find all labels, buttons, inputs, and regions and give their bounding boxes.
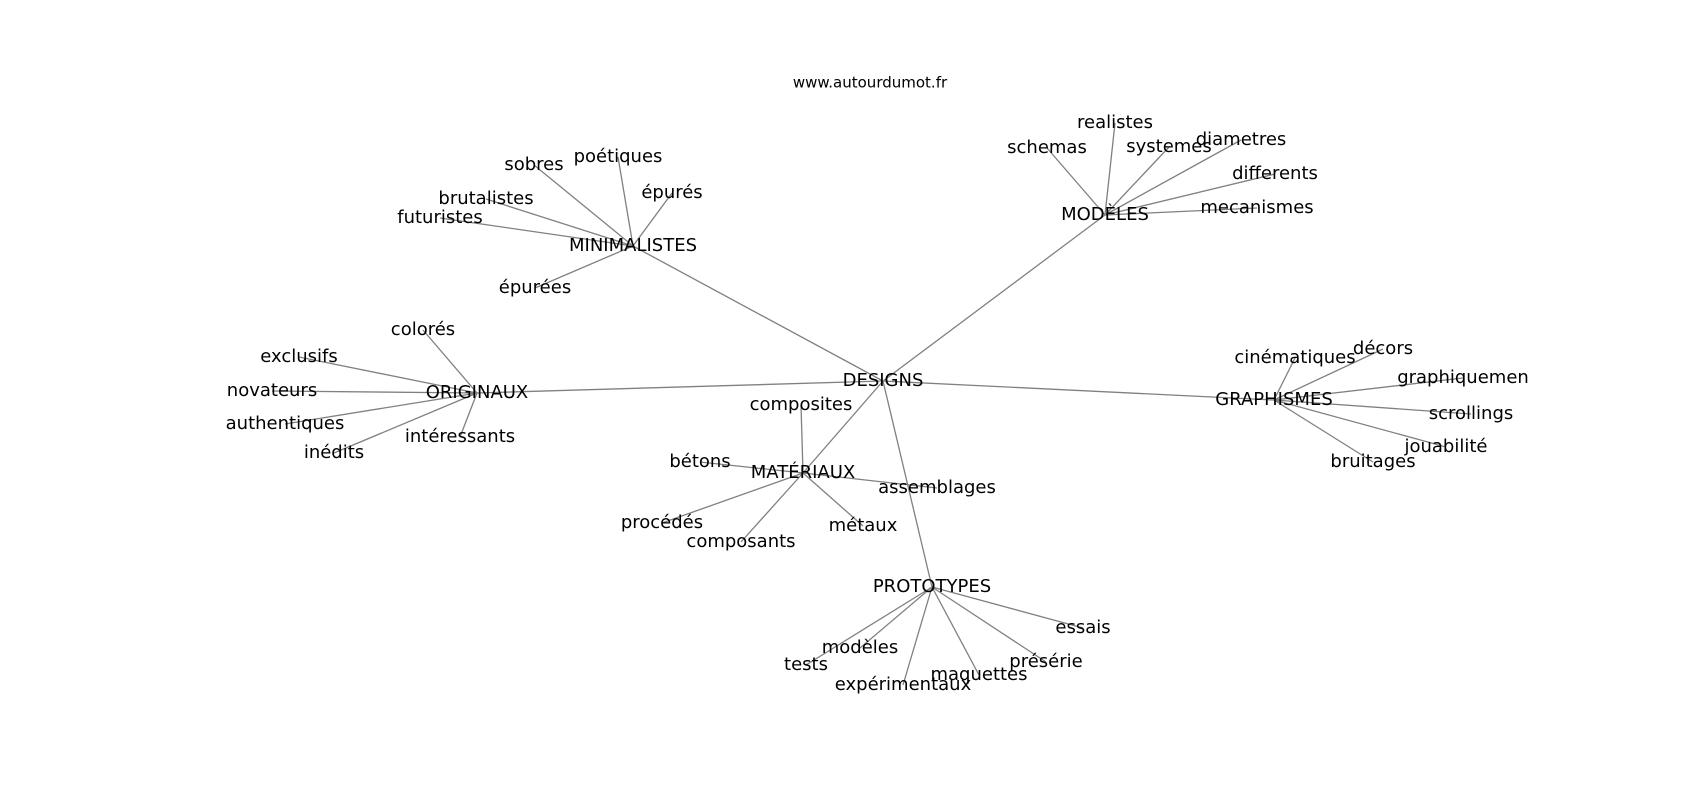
word-node-label[interactable]: composites	[750, 394, 853, 415]
word-node-label[interactable]: décors	[1353, 338, 1413, 359]
edge-center-to-hub	[882, 214, 1106, 382]
hub-node-label[interactable]: MINIMALISTES	[569, 235, 697, 256]
edge-hub-to-word	[422, 329, 478, 394]
edge-hub-to-word	[533, 164, 634, 247]
edge-center-to-hub	[882, 380, 933, 588]
edge-hub-to-word	[534, 245, 634, 289]
edge-center-to-hub	[802, 380, 884, 474]
word-node-label[interactable]: sobres	[504, 154, 563, 175]
word-node-label[interactable]: schemas	[1007, 137, 1087, 158]
edge-hub-to-word	[931, 586, 1047, 663]
word-node-label[interactable]: bruitages	[1330, 451, 1415, 472]
hub-node-label[interactable]: PROTOTYPES	[873, 576, 991, 597]
edge-hub-to-word	[802, 472, 864, 527]
word-node-label[interactable]: procédés	[621, 512, 703, 533]
word-node-label[interactable]: exclusifs	[260, 346, 338, 367]
word-node-label[interactable]: authentiques	[226, 413, 345, 434]
word-node-label[interactable]: essais	[1055, 617, 1110, 638]
word-node-label[interactable]: intéressants	[405, 426, 515, 447]
edge-hub-to-word	[1273, 348, 1384, 401]
edge-hub-to-word	[1273, 399, 1447, 448]
edge-hub-to-word	[931, 586, 1084, 629]
edge-center-to-hub	[632, 245, 884, 382]
edge-hub-to-word	[1104, 207, 1258, 216]
edge-hub-to-word	[1104, 173, 1276, 216]
word-node-label[interactable]: expérimentaux	[835, 674, 972, 695]
word-node-label[interactable]: composants	[686, 531, 795, 552]
edge-hub-to-word	[859, 586, 933, 649]
word-node-label[interactable]: futuristes	[397, 207, 483, 228]
edge-hub-to-word	[902, 586, 933, 686]
edge-hub-to-word	[800, 404, 804, 474]
hub-node-label[interactable]: MODÈLES	[1061, 203, 1149, 225]
edge-hub-to-word	[740, 472, 804, 543]
word-node-label[interactable]: épurées	[499, 277, 571, 298]
edge-center-to-hub	[476, 380, 884, 394]
edge-hub-to-word	[805, 586, 933, 666]
word-node-label[interactable]: épurés	[641, 182, 702, 203]
word-node-label[interactable]: inédits	[304, 442, 364, 463]
edge-hub-to-word	[632, 192, 673, 247]
edge-hub-to-word	[1273, 357, 1296, 401]
word-node-label[interactable]: modèles	[822, 637, 899, 658]
labels-layer: www.autourdumot.fr DESIGNS sobres poétiqu…	[226, 74, 1529, 696]
source-site-label[interactable]: www.autourdumot.fr	[793, 74, 948, 92]
hub-node-label[interactable]: GRAPHISMES	[1215, 389, 1333, 410]
edges-layer	[271, 122, 1472, 686]
word-node-label[interactable]: poétiques	[574, 146, 663, 167]
edge-hub-to-word	[459, 392, 478, 438]
word-node-label[interactable]: scrollings	[1429, 403, 1514, 424]
edge-hub-to-word	[298, 356, 478, 394]
edge-hub-to-word	[439, 217, 634, 247]
edge-hub-to-word	[271, 390, 478, 394]
hub-node-label[interactable]: MATÉRIAUX	[751, 461, 855, 483]
word-node-label[interactable]: jouabilité	[1403, 436, 1487, 457]
edge-hub-to-word	[485, 198, 634, 247]
edge-hub-to-word	[1273, 377, 1464, 401]
word-node-label[interactable]: colorés	[391, 319, 455, 340]
edge-hub-to-word	[1104, 146, 1170, 216]
word-node-label[interactable]: présérie	[1009, 651, 1082, 672]
edge-hub-to-word	[699, 461, 804, 474]
word-node-label[interactable]: métaux	[829, 515, 898, 536]
edge-hub-to-word	[1104, 122, 1116, 216]
edge-hub-to-word	[333, 392, 478, 454]
edge-hub-to-word	[931, 586, 980, 676]
edge-hub-to-word	[1046, 147, 1106, 216]
word-node-label[interactable]: novateurs	[227, 380, 317, 401]
edge-hub-to-word	[1273, 399, 1472, 415]
word-node-label[interactable]: mecanismes	[1200, 197, 1313, 218]
edge-hub-to-word	[661, 472, 804, 524]
edge-hub-to-word	[1104, 139, 1242, 216]
word-node-label[interactable]: tests	[784, 654, 828, 675]
edge-hub-to-word	[802, 472, 938, 489]
word-node-label[interactable]: diametres	[1196, 129, 1287, 150]
word-node-label[interactable]: graphiquemen	[1397, 367, 1529, 388]
word-node-label[interactable]: realistes	[1077, 112, 1153, 133]
edge-center-to-hub	[882, 380, 1275, 401]
word-node-label[interactable]: cinématiques	[1234, 347, 1355, 368]
word-node-label[interactable]: assemblages	[878, 477, 996, 498]
word-node-label[interactable]: systemes	[1126, 136, 1212, 157]
hub-node-label[interactable]: ORIGINAUX	[426, 382, 529, 403]
word-node-label[interactable]: maquettes	[930, 664, 1027, 685]
edge-hub-to-word	[1273, 399, 1374, 463]
edge-hub-to-word	[617, 156, 634, 247]
word-node-label[interactable]: brutalistes	[438, 188, 533, 209]
edge-hub-to-word	[284, 392, 478, 425]
center-node-label[interactable]: DESIGNS	[843, 370, 924, 391]
word-node-label[interactable]: differents	[1232, 163, 1318, 184]
word-node-label[interactable]: bétons	[669, 451, 730, 472]
